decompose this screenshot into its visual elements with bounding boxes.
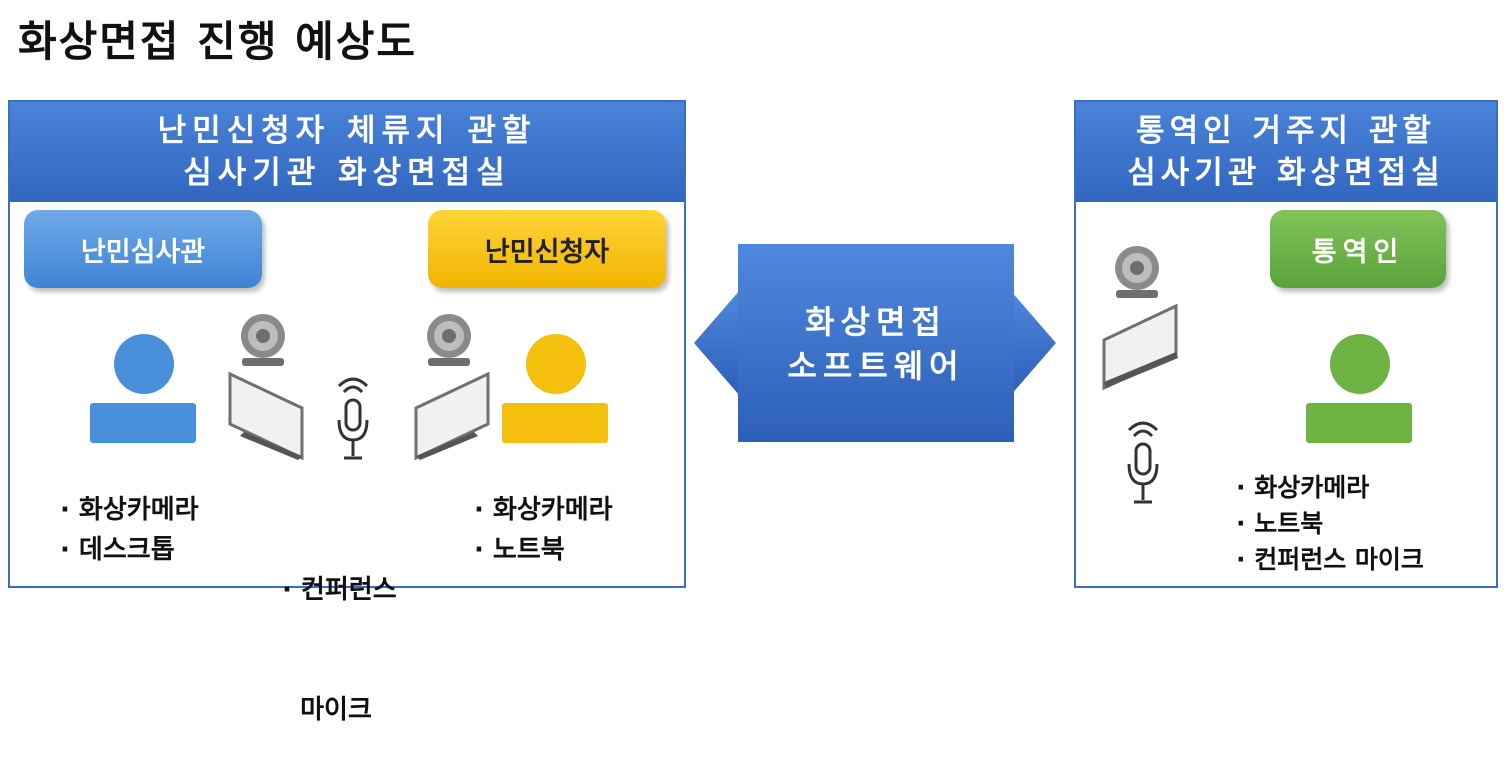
list-item: · 화상카메라 bbox=[474, 495, 613, 525]
webcam-icon bbox=[241, 314, 285, 366]
list-item: · 컨퍼런스 마이크 bbox=[1236, 545, 1424, 574]
right-header-line1: 통역인 거주지 관할 bbox=[1136, 113, 1436, 149]
shared-equipment-list: · 컨퍼런스 마이크 bbox=[282, 490, 397, 770]
webcam-icon bbox=[1115, 246, 1159, 298]
video-software-box bbox=[738, 244, 1014, 442]
left-header-line1: 난민신청자 체류지 관할 bbox=[157, 113, 537, 149]
examiner-person-body bbox=[90, 403, 196, 443]
microphone-icon bbox=[337, 377, 369, 460]
left-panel-header: 난민신청자 체류지 관할 심사기관 화상면접실 bbox=[10, 102, 684, 202]
examiner-equipment-list: · 화상카메라 · 데스크톱 bbox=[60, 490, 199, 570]
examiner-person-icon bbox=[114, 334, 174, 394]
monitor-icon bbox=[414, 372, 490, 460]
webcam-icon bbox=[427, 314, 471, 366]
video-software-label: 화상면접 소프트웨어 bbox=[738, 300, 1014, 388]
applicant-equipment-list: · 화상카메라 · 노트북 bbox=[474, 490, 613, 570]
center-line2: 소프트웨어 bbox=[787, 347, 965, 385]
list-item: · 화상카메라 bbox=[1236, 473, 1370, 502]
interpreter-equipment-list: · 화상카메라 · 노트북 · 컨퍼런스 마이크 bbox=[1236, 470, 1424, 578]
monitor-icon bbox=[1102, 304, 1178, 390]
list-item: · 노트북 bbox=[1236, 509, 1324, 538]
right-header-line2: 심사기관 화상면접실 bbox=[1127, 155, 1445, 191]
center-line1: 화상면접 bbox=[805, 303, 947, 341]
list-item: · 화상카메라 bbox=[60, 495, 199, 525]
left-header-line2: 심사기관 화상면접실 bbox=[183, 155, 511, 191]
right-panel-header: 통역인 거주지 관할 심사기관 화상면접실 bbox=[1076, 102, 1496, 202]
applicant-person-icon bbox=[526, 334, 586, 394]
page-title: 화상면접 진행 예상도 bbox=[18, 17, 418, 66]
applicant-label: 난민신청자 bbox=[428, 210, 666, 288]
double-arrow-icon bbox=[694, 290, 1056, 396]
list-item: · 컨퍼런스 bbox=[282, 575, 397, 605]
monitor-icon bbox=[228, 372, 304, 460]
list-item: · 노트북 bbox=[474, 535, 565, 565]
microphone-icon bbox=[1127, 421, 1159, 504]
interpreter-person-icon bbox=[1330, 334, 1390, 394]
interpreter-person-body bbox=[1306, 403, 1412, 443]
interpreter-label: 통역인 bbox=[1270, 210, 1446, 288]
examiner-label: 난민심사관 bbox=[24, 210, 262, 288]
list-item: 마이크 bbox=[282, 695, 372, 725]
list-item: · 데스크톱 bbox=[60, 535, 175, 565]
applicant-person-body bbox=[502, 403, 608, 443]
